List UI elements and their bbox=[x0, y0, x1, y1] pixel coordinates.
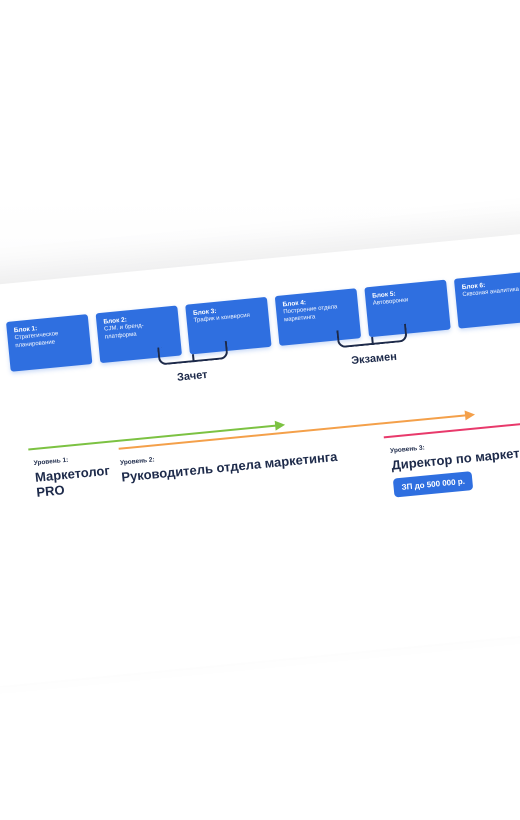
zachet-label: Зачет bbox=[176, 368, 209, 384]
block-card-6[interactable]: Блок 6: Сквозная аналитика bbox=[453, 271, 520, 329]
block-card-1[interactable]: Блок 1: Стратегическое планирование bbox=[6, 314, 93, 372]
program-roadmap: Блок 1: Стратегическое планирование Блок… bbox=[6, 255, 520, 820]
level-2: Уровень 2: Руководитель отдела маркетинг… bbox=[120, 435, 381, 485]
level-2-arrowhead-icon bbox=[464, 409, 476, 421]
level-name: Маркетолог PRO bbox=[34, 462, 111, 500]
level-1-arrowhead-icon bbox=[274, 419, 286, 431]
level-1: Уровень 1: Маркетолог PRO bbox=[33, 451, 126, 500]
level-3-arrow bbox=[383, 407, 520, 439]
salary-badge: ЗП до 500 000 р. bbox=[392, 471, 474, 498]
exam-label: Экзамен bbox=[350, 350, 398, 368]
